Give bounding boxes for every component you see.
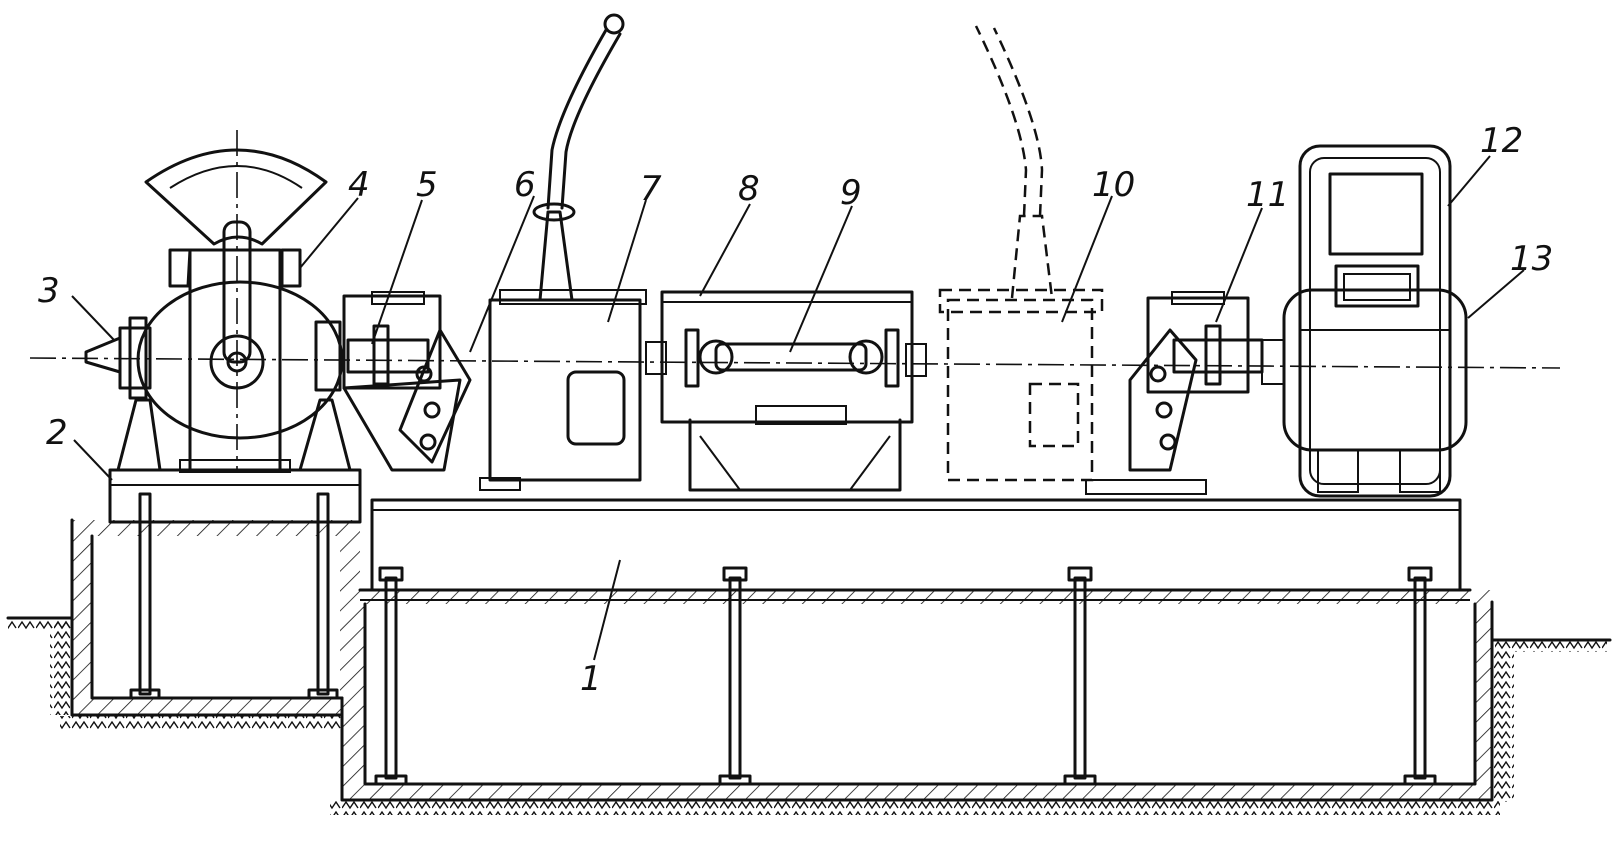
- callout-10: 10: [1092, 165, 1135, 205]
- cone-tip: [84, 316, 152, 400]
- electric-motor: [1261, 288, 1468, 452]
- shaft-centre-line: [29, 357, 1561, 369]
- gearbox: [479, 13, 647, 491]
- callout-8: 8: [738, 169, 760, 209]
- left-bearing-support: [342, 291, 462, 472]
- callout-1: 1: [580, 659, 602, 699]
- callout-3: 3: [38, 271, 60, 311]
- cardan-shaft: [645, 328, 927, 388]
- callout-5: 5: [416, 165, 438, 205]
- control-cabinet: [1298, 144, 1452, 498]
- cardan-housing: [660, 290, 914, 492]
- right-bearing-support: [1085, 291, 1264, 495]
- callout-13: 13: [1510, 239, 1553, 279]
- callout-9: 9: [840, 173, 862, 213]
- callout-2: 2: [46, 413, 68, 453]
- dynamometer: [116, 130, 352, 473]
- callout-4: 4: [348, 165, 370, 205]
- callout-11: 11: [1246, 175, 1289, 215]
- anchor-bolts: [129, 492, 1437, 786]
- ground-and-foundation: [6, 492, 1612, 815]
- callout-labels: 1 2 3 4 5 6 7 8 9 10 11 12 13: [38, 121, 1553, 699]
- leader-lines: [71, 155, 1525, 661]
- callout-12: 12: [1480, 121, 1523, 161]
- callout-7: 7: [640, 169, 662, 209]
- left-base-plate: [108, 468, 362, 524]
- callout-6: 6: [514, 165, 536, 205]
- swing-link: [398, 328, 472, 464]
- test-unit-outline: [938, 25, 1104, 482]
- base-frame: [358, 498, 1472, 601]
